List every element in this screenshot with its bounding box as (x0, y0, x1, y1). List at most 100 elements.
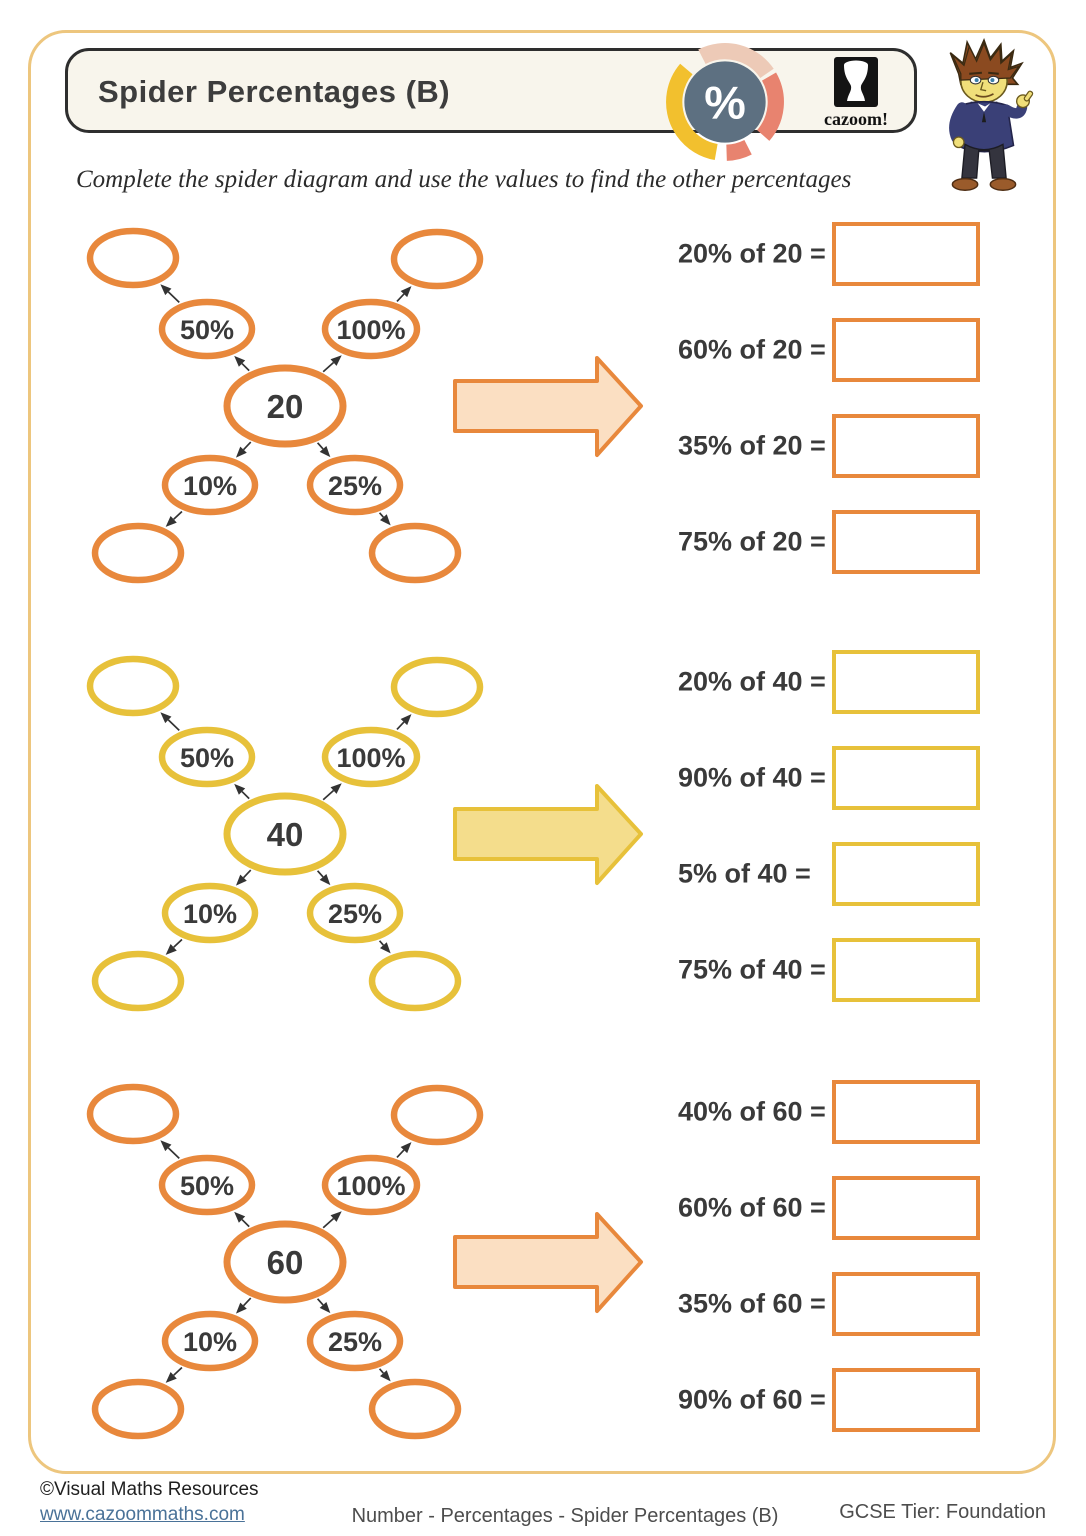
connector-arrowhead (400, 1142, 412, 1154)
mascot-shoe-right (989, 177, 1017, 191)
connector-arrow (167, 719, 180, 731)
connector-arrowhead (165, 944, 177, 955)
footer-breadcrumb: Number - Percentages - Spider Percentage… (351, 1505, 779, 1527)
branch-percent-label: 100% (336, 315, 405, 345)
branch-oval-bottom-right (306, 454, 404, 516)
question-row: 35% of 60 = (660, 1272, 1060, 1336)
connector-arrowhead (380, 1370, 391, 1382)
badge-center-circle (684, 61, 766, 143)
mascot-pupil-left (974, 78, 979, 83)
question-row: 90% of 40 = (660, 746, 1060, 810)
branch-oval-top-left (158, 298, 256, 360)
connector-arrow (242, 869, 252, 879)
connector-arrow (378, 1368, 385, 1374)
outer-oval-top-left[interactable] (86, 227, 180, 289)
mascot-character-illustration (949, 38, 1034, 191)
website-link[interactable]: www.cazoommaths.com (40, 1504, 245, 1525)
answer-box[interactable] (832, 746, 980, 810)
connector-arrow (378, 512, 385, 518)
branch-oval-top-left (158, 1154, 256, 1216)
connector-arrowhead (160, 284, 172, 296)
connector-arrow (242, 441, 252, 451)
connector-arrowhead (400, 714, 412, 726)
outer-oval-top-left[interactable] (86, 655, 180, 717)
question-column-1: 20% of 20 = 60% of 20 = 35% of 20 = 75% … (660, 222, 1060, 606)
mascot-brow-right (988, 71, 999, 75)
mascot-tie (981, 111, 987, 123)
outer-oval-bottom-left[interactable] (91, 950, 185, 1012)
branch-percent-label: 10% (183, 471, 237, 501)
connector-arrow (322, 1217, 335, 1229)
connector-arrowhead (235, 874, 247, 886)
cazoom-drum-icon (834, 57, 878, 107)
answer-box[interactable] (832, 318, 980, 382)
outer-oval-top-right[interactable] (390, 1084, 484, 1146)
answer-box[interactable] (832, 1080, 980, 1144)
outer-oval-top-left[interactable] (86, 1083, 180, 1145)
page-title: Spider Percentages (B) (98, 74, 451, 109)
connector-arrow (396, 721, 405, 731)
mascot-hand-left (952, 136, 965, 149)
answer-box[interactable] (832, 1368, 980, 1432)
answer-box[interactable] (832, 510, 980, 574)
branch-percent-label: 50% (180, 1171, 234, 1201)
question-row: 90% of 60 = (660, 1368, 1060, 1432)
branch-percent-label: 50% (180, 315, 234, 345)
mascot-thumb (1023, 90, 1034, 102)
mascot-shirt (977, 103, 991, 112)
answer-box[interactable] (832, 1176, 980, 1240)
page-border (28, 30, 1056, 1474)
answer-box[interactable] (832, 1272, 980, 1336)
question-label: 75% of 20 = (678, 526, 826, 557)
answer-box[interactable] (832, 842, 980, 906)
connector-arrowhead (330, 355, 342, 366)
mascot-mouth (975, 93, 994, 98)
outer-oval-bottom-right[interactable] (368, 950, 462, 1012)
answer-box[interactable] (832, 414, 980, 478)
branch-oval-top-right (321, 726, 421, 788)
connector-arrowhead (160, 1140, 172, 1152)
mascot-pupil-right (990, 78, 995, 83)
question-label: 60% of 60 = (678, 1192, 826, 1223)
section-big-arrow (453, 1212, 643, 1313)
mascot-brow-left (969, 71, 982, 75)
connector-arrow (242, 1297, 252, 1307)
footer-tier: GCSE Tier: Foundation (839, 1501, 1046, 1523)
question-row: 75% of 40 = (660, 938, 1060, 1002)
branch-oval-top-right (321, 298, 421, 360)
branch-percent-label: 50% (180, 743, 234, 773)
connector-arrowhead (330, 783, 342, 794)
question-label: 40% of 60 = (678, 1096, 826, 1127)
question-row: 75% of 20 = (660, 510, 1060, 574)
center-oval (223, 364, 347, 448)
answer-box[interactable] (832, 938, 980, 1002)
connector-arrow (241, 1218, 250, 1228)
branch-percent-label: 25% (328, 471, 382, 501)
outer-oval-top-right[interactable] (390, 228, 484, 290)
connector-arrowhead (234, 783, 246, 795)
question-label: 75% of 40 = (678, 954, 826, 985)
mascot-trousers (961, 143, 1007, 179)
outer-oval-bottom-right[interactable] (368, 1378, 462, 1440)
worksheet-title-box: Spider Percentages (B) (65, 48, 917, 133)
outer-oval-bottom-left[interactable] (91, 522, 185, 584)
outer-oval-bottom-left[interactable] (91, 1378, 185, 1440)
question-row: 35% of 20 = (660, 414, 1060, 478)
branch-percent-label: 25% (328, 1327, 382, 1357)
connector-arrow (322, 789, 335, 801)
percent-badge-logo: % (666, 43, 784, 161)
badge-arc-yellow (666, 43, 784, 161)
mascot-arm-right (1000, 102, 1028, 119)
connector-arrow (316, 1298, 324, 1306)
outer-oval-bottom-right[interactable] (368, 522, 462, 584)
connector-arrow (173, 938, 183, 948)
branch-percent-label: 25% (328, 899, 382, 929)
answer-box[interactable] (832, 650, 980, 714)
outer-oval-top-right[interactable] (390, 656, 484, 718)
question-row: 20% of 40 = (660, 650, 1060, 714)
mascot-hair-front (951, 41, 1021, 81)
answer-box[interactable] (832, 222, 980, 286)
branch-percent-label: 100% (336, 1171, 405, 1201)
connector-arrowhead (380, 942, 391, 954)
branch-oval-top-left (158, 726, 256, 788)
